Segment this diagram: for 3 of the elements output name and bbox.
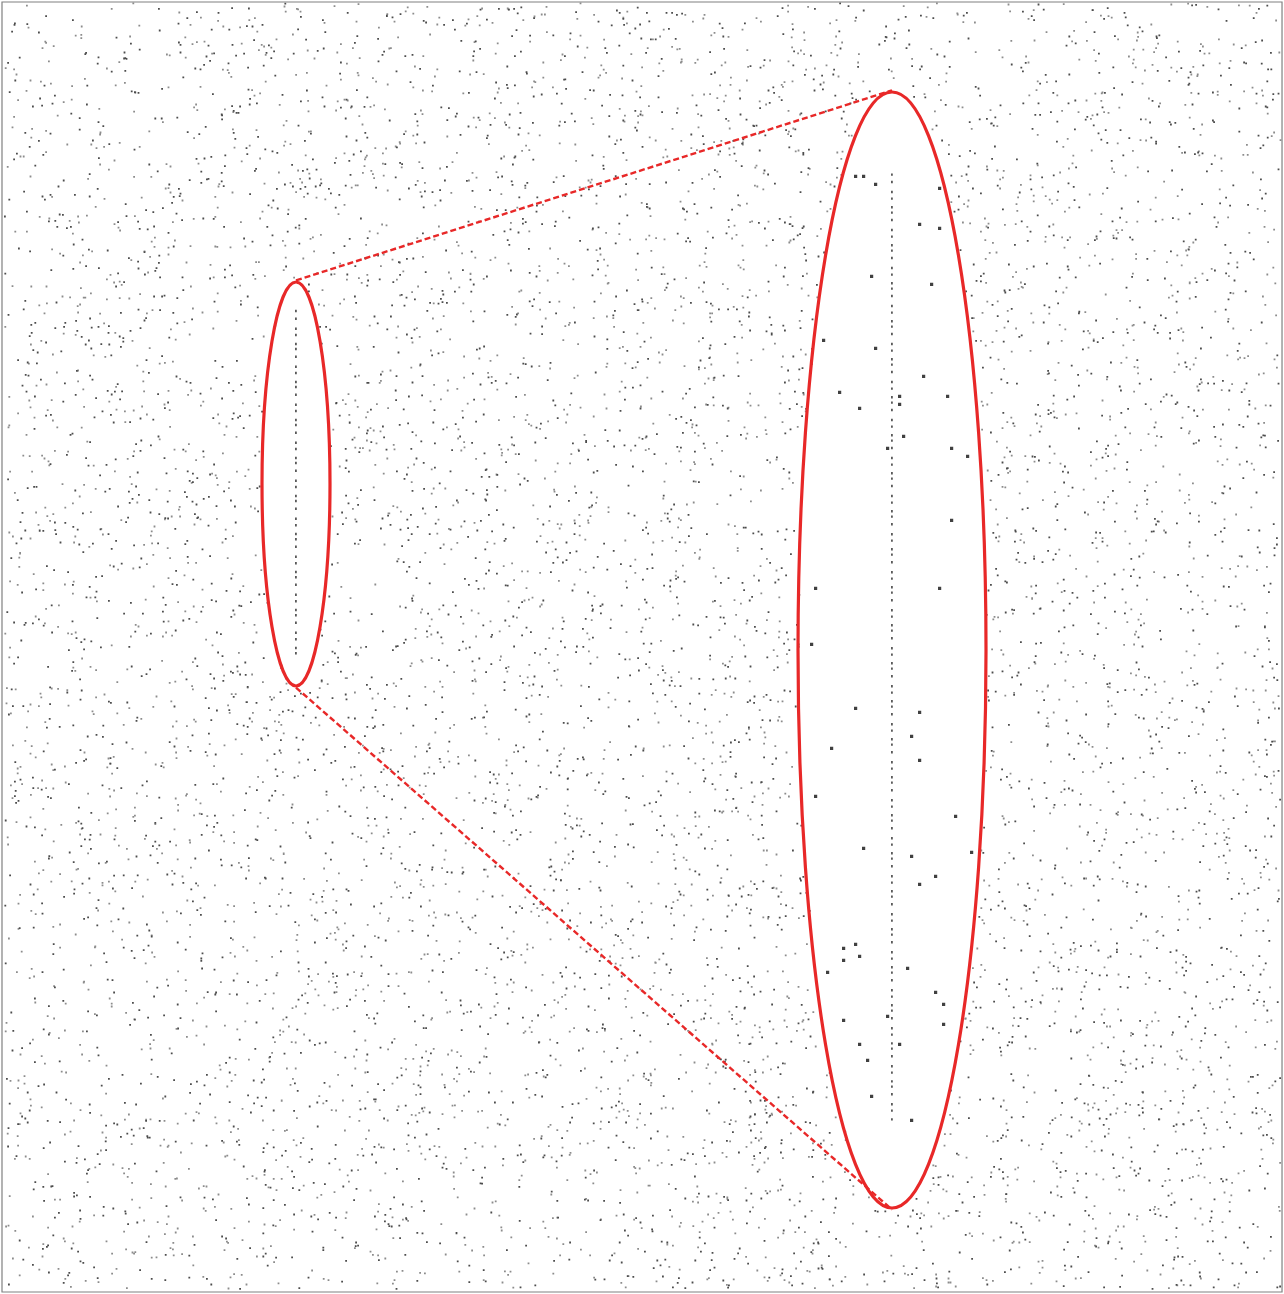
ellipse-outline	[260, 280, 332, 688]
dashed-line	[295, 686, 893, 1211]
ellipse-outline	[796, 90, 988, 1210]
